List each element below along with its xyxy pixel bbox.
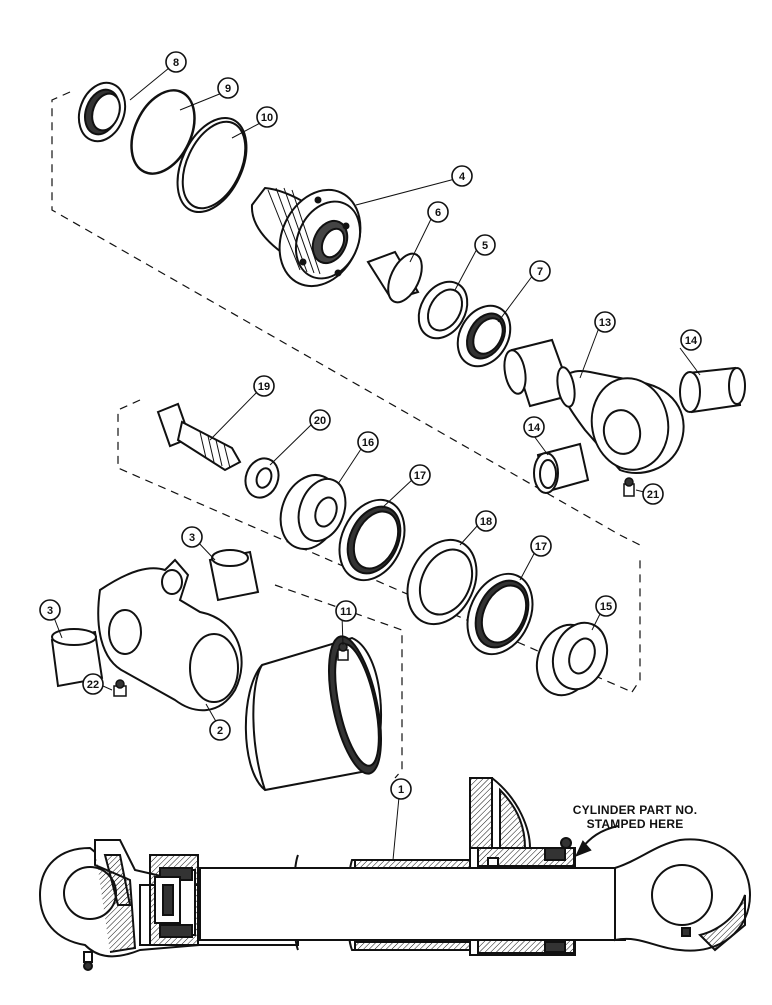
part-14-bushing-left [533,442,590,494]
callout-19: 19 [258,381,270,393]
stamp-note-line-2: STAMPED HERE [586,817,684,831]
callout-15: 15 [600,601,612,613]
lower-group-outline [274,584,403,779]
callout-14-left: 14 [528,422,541,434]
part-14-bushing-right [679,366,746,414]
callout-14-right: 14 [685,335,698,347]
part-17-piston-seal-lower [466,572,534,656]
part-6-bushing [366,250,423,304]
callout-3-lower: 3 [47,605,53,617]
part-8-wiper-seal [77,81,127,143]
callout-16: 16 [362,437,374,449]
part-16-piston [279,474,347,550]
callout-17-upper: 17 [414,470,426,482]
callout-9: 9 [225,83,231,95]
callout-5: 5 [482,240,488,252]
part-3-bushing-upper [208,549,260,602]
callout-1: 1 [398,784,404,796]
part-number-stamp-note: CYLINDER PART NO. STAMPED HERE [560,803,710,831]
callout-circles [39,51,702,800]
cylinder-barrel-tube [244,635,382,792]
callout-3-upper: 3 [189,532,195,544]
stamp-location-arrow [575,825,619,857]
part-2-cylinder-base [97,558,243,712]
upper-group-outline [51,91,641,546]
part-7-wiper [456,304,512,368]
part-11-grease-fitting [337,642,349,661]
part-21-grease-fitting [623,477,635,497]
part-22-grease-fitting [113,679,127,697]
part-3-bushing-lower [50,628,104,688]
callout-2: 2 [217,725,223,737]
callout-22: 22 [87,679,99,691]
callout-18: 18 [480,516,492,528]
part-17-piston-seal-upper [338,498,406,582]
callout-8: 8 [173,57,179,69]
callout-20: 20 [314,415,326,427]
part-9-o-ring [130,89,196,175]
part-18-piston-ring [406,538,478,626]
part-20-washer [244,457,280,499]
callout-4: 4 [459,171,466,183]
callout-labels: 8 9 10 4 6 5 7 13 14 14 21 19 20 16 17 1… [47,57,698,796]
callout-17-lower: 17 [535,541,547,553]
middle-group-outline [117,399,641,693]
part-15-piston-half [535,621,609,697]
assembled-cylinder-cutaway [38,777,752,971]
part-13-piston-rod [503,338,685,474]
part-19-bolt [156,402,242,472]
callout-13: 13 [599,317,611,329]
callout-7: 7 [537,266,543,278]
callout-10: 10 [261,112,273,124]
stamp-note-line-1: CYLINDER PART NO. [572,803,698,817]
part-4-gland [250,186,362,288]
callout-21: 21 [647,489,659,501]
callout-11: 11 [340,606,352,618]
part-10-backup-ring [176,116,248,214]
callout-6: 6 [435,207,441,219]
leader-lines [52,67,701,861]
part-5-rod-seal [417,280,469,340]
